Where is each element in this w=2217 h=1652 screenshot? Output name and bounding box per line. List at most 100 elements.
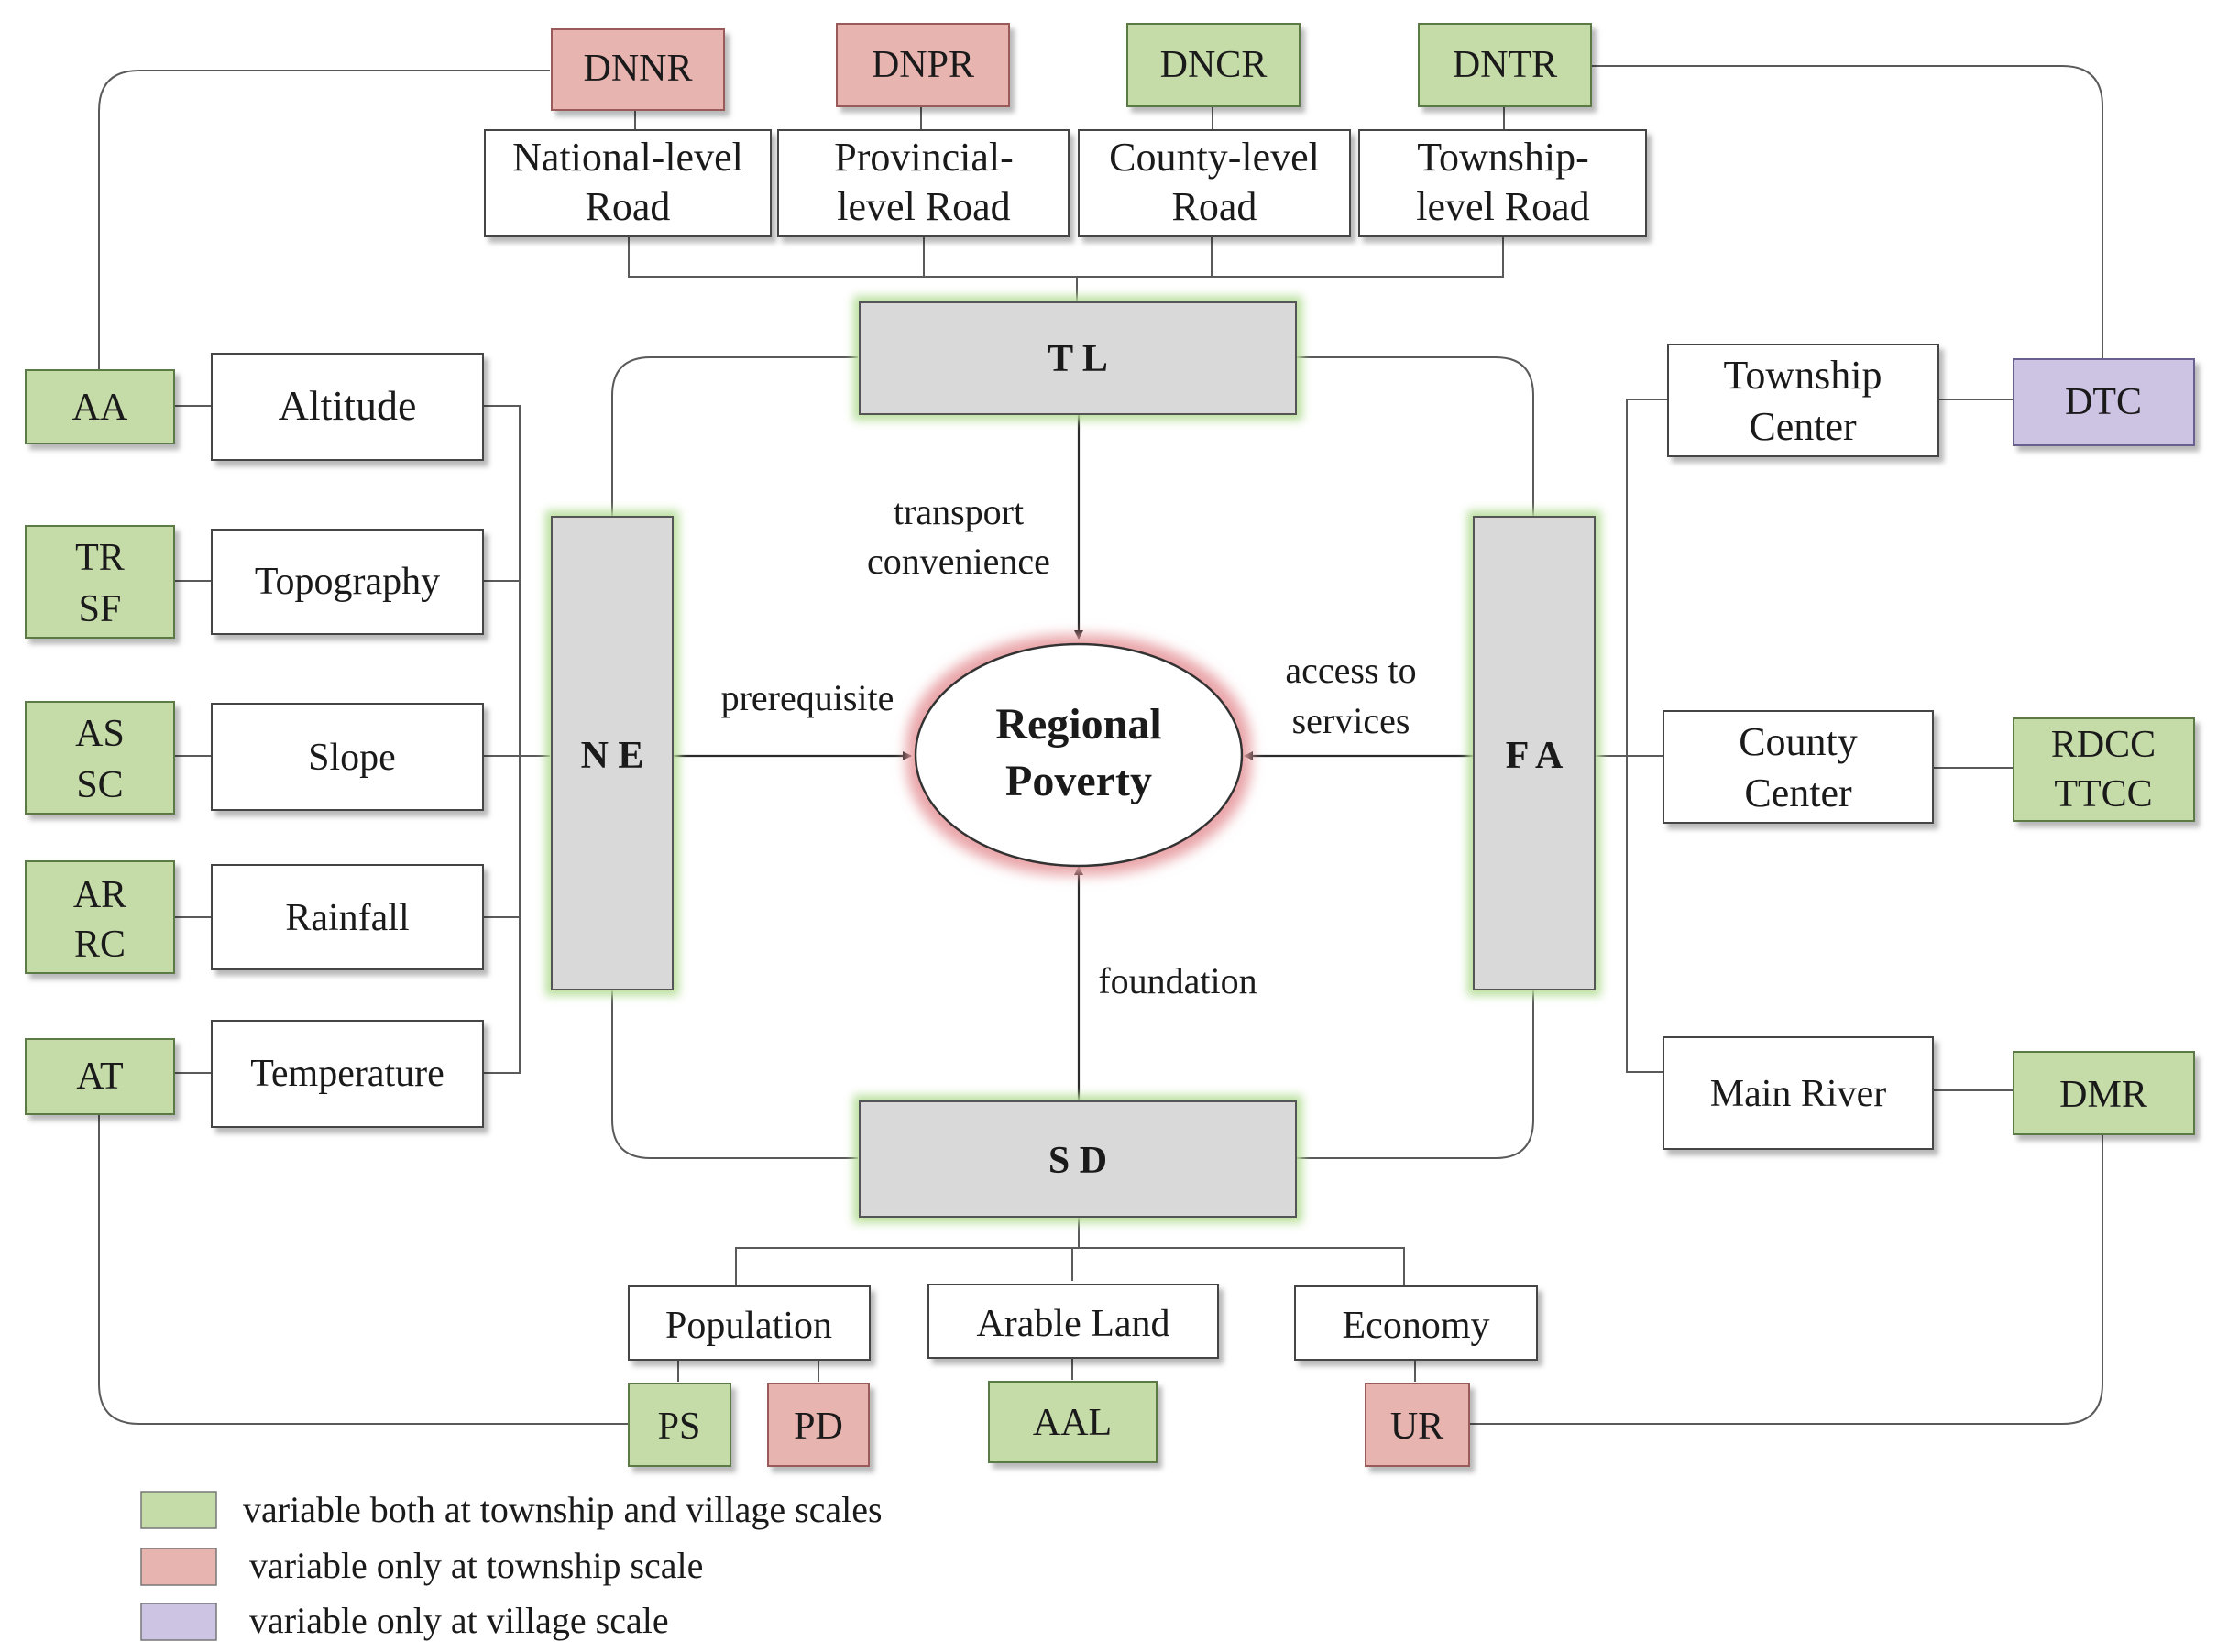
road-variable-dnpr: DNPR: [836, 23, 1010, 107]
socio-variable-pd-label: PD: [794, 1406, 843, 1448]
road-variable-dnnr: DNNR: [551, 28, 725, 111]
socio-economy: Economy: [1294, 1285, 1538, 1361]
relation-tl-line1: transport: [894, 491, 1024, 532]
road-provincial-line1: Provincial-: [834, 135, 1014, 180]
road-provincial-line2: level Road: [837, 184, 1010, 229]
road-national-line2: Road: [586, 184, 671, 229]
natural-slope: Slope: [211, 703, 484, 811]
facility-variable-dtc-label: DTC: [2065, 381, 2142, 423]
dimension-fa-label: F A: [1506, 735, 1564, 777]
natural-variable-tr-sf: TR SF: [25, 525, 175, 639]
road-county-line1: County-level: [1109, 135, 1320, 180]
regional-poverty-line2: Poverty: [1005, 757, 1152, 805]
legend-swatch-both: [140, 1491, 217, 1529]
natural-variable-as-sc: AS SC: [25, 701, 175, 815]
facility-variable-dtc: DTC: [2013, 358, 2195, 446]
legend-swatch-village: [140, 1603, 217, 1641]
road-township-line1: Township-: [1417, 135, 1589, 180]
regional-poverty-node: Regional Poverty: [914, 642, 1244, 868]
socio-variable-aal: AAL: [988, 1381, 1158, 1463]
natural-altitude-label: Altitude: [279, 382, 417, 429]
facility-main-river: Main River: [1663, 1036, 1934, 1150]
road-county: County-level Road: [1078, 129, 1351, 237]
road-county-line2: Road: [1172, 184, 1257, 229]
facility-variable-dmr: DMR: [2013, 1051, 2195, 1135]
socio-variable-pd: PD: [767, 1383, 870, 1467]
natural-variable-at: AT: [25, 1038, 175, 1115]
natural-rainfall: Rainfall: [211, 864, 484, 970]
socio-population-label: Population: [665, 1305, 832, 1347]
road-variable-dncr-label: DNCR: [1160, 44, 1268, 86]
socio-population: Population: [628, 1285, 871, 1361]
relation-fa-line2: services: [1292, 700, 1410, 741]
dimension-sd: S D: [859, 1100, 1297, 1218]
legend-label-township: variable only at township scale: [249, 1545, 703, 1586]
road-national: National-level Road: [484, 129, 772, 237]
legend-swatch-township: [140, 1548, 217, 1586]
road-variable-dnpr-label: DNPR: [872, 44, 974, 86]
natural-variable-tr: TR: [75, 537, 125, 579]
natural-variable-at-label: AT: [76, 1056, 123, 1098]
road-township-line2: level Road: [1416, 184, 1589, 229]
socio-variable-ps-label: PS: [658, 1406, 701, 1448]
facility-township-center: Township Center: [1667, 344, 1939, 457]
socio-variable-ps: PS: [628, 1383, 731, 1467]
facility-variable-dmr-label: DMR: [2059, 1074, 2147, 1116]
socio-economy-label: Economy: [1343, 1305, 1490, 1347]
dimension-sd-label: S D: [1048, 1140, 1107, 1182]
socio-variable-ur: UR: [1365, 1383, 1470, 1467]
socio-arable-land-label: Arable Land: [976, 1303, 1169, 1345]
road-variable-dntr: DNTR: [1418, 23, 1592, 107]
facility-variable-rdcc-ttcc: RDCC TTCC: [2013, 717, 2195, 822]
natural-variable-rc: RC: [74, 924, 126, 966]
natural-variable-ar-rc: AR RC: [25, 860, 175, 974]
relation-tl-line2: convenience: [867, 541, 1050, 582]
natural-variable-aa-label: AA: [72, 387, 128, 429]
relation-ne: prerequisite: [721, 677, 894, 718]
relation-sd: foundation: [1098, 960, 1257, 1001]
socio-variable-ur-label: UR: [1390, 1406, 1443, 1448]
road-national-line1: National-level: [512, 135, 743, 180]
road-variable-dncr: DNCR: [1126, 23, 1301, 107]
natural-variable-aa: AA: [25, 369, 175, 444]
relation-fa-line1: access to: [1285, 650, 1416, 691]
facility-county-center: County Center: [1663, 710, 1934, 824]
dimension-fa: F A: [1473, 516, 1596, 990]
legend-label-both: variable both at township and village sc…: [243, 1489, 883, 1530]
natural-temperature-label: Temperature: [250, 1053, 444, 1095]
natural-topography: Topography: [211, 529, 484, 635]
road-variable-dntr-label: DNTR: [1453, 44, 1557, 86]
natural-variable-ar: AR: [73, 874, 126, 916]
legend-item-both: variable both at township and village sc…: [140, 1489, 883, 1530]
natural-variable-sc: SC: [76, 764, 123, 806]
natural-topography-label: Topography: [255, 561, 440, 603]
connector-lines: [98, 65, 2103, 1425]
road-variable-dnnr-label: DNNR: [583, 48, 692, 90]
road-township: Township- level Road: [1358, 129, 1647, 237]
dimension-tl: T L: [859, 301, 1297, 415]
facility-variable-rdcc: RDCC: [2051, 724, 2156, 766]
facility-township-center-line2: Center: [1749, 404, 1857, 449]
natural-altitude: Altitude: [211, 353, 484, 461]
regional-poverty-line1: Regional: [995, 700, 1161, 749]
facility-variable-ttcc: TTCC: [2054, 773, 2152, 815]
legend-item-township: variable only at township scale: [140, 1545, 703, 1586]
facility-township-center-line1: Township: [1724, 353, 1882, 398]
dimension-ne-label: N E: [581, 735, 644, 777]
natural-temperature: Temperature: [211, 1020, 484, 1128]
natural-variable-as: AS: [75, 713, 125, 755]
socio-variable-aal-label: AAL: [1033, 1402, 1112, 1444]
legend: variable both at township and village sc…: [140, 1489, 883, 1641]
facility-county-center-line2: Center: [1744, 771, 1852, 815]
natural-variable-sf: SF: [79, 588, 122, 630]
socio-arable-land: Arable Land: [927, 1284, 1219, 1359]
road-provincial: Provincial- level Road: [777, 129, 1070, 237]
legend-label-village: variable only at village scale: [249, 1600, 669, 1641]
natural-slope-label: Slope: [308, 737, 396, 779]
facility-county-center-line1: County: [1739, 719, 1858, 764]
dimension-ne: N E: [551, 516, 674, 990]
dimension-tl-label: T L: [1048, 338, 1108, 380]
facility-main-river-label: Main River: [1710, 1073, 1886, 1115]
legend-item-village: variable only at village scale: [140, 1600, 669, 1641]
